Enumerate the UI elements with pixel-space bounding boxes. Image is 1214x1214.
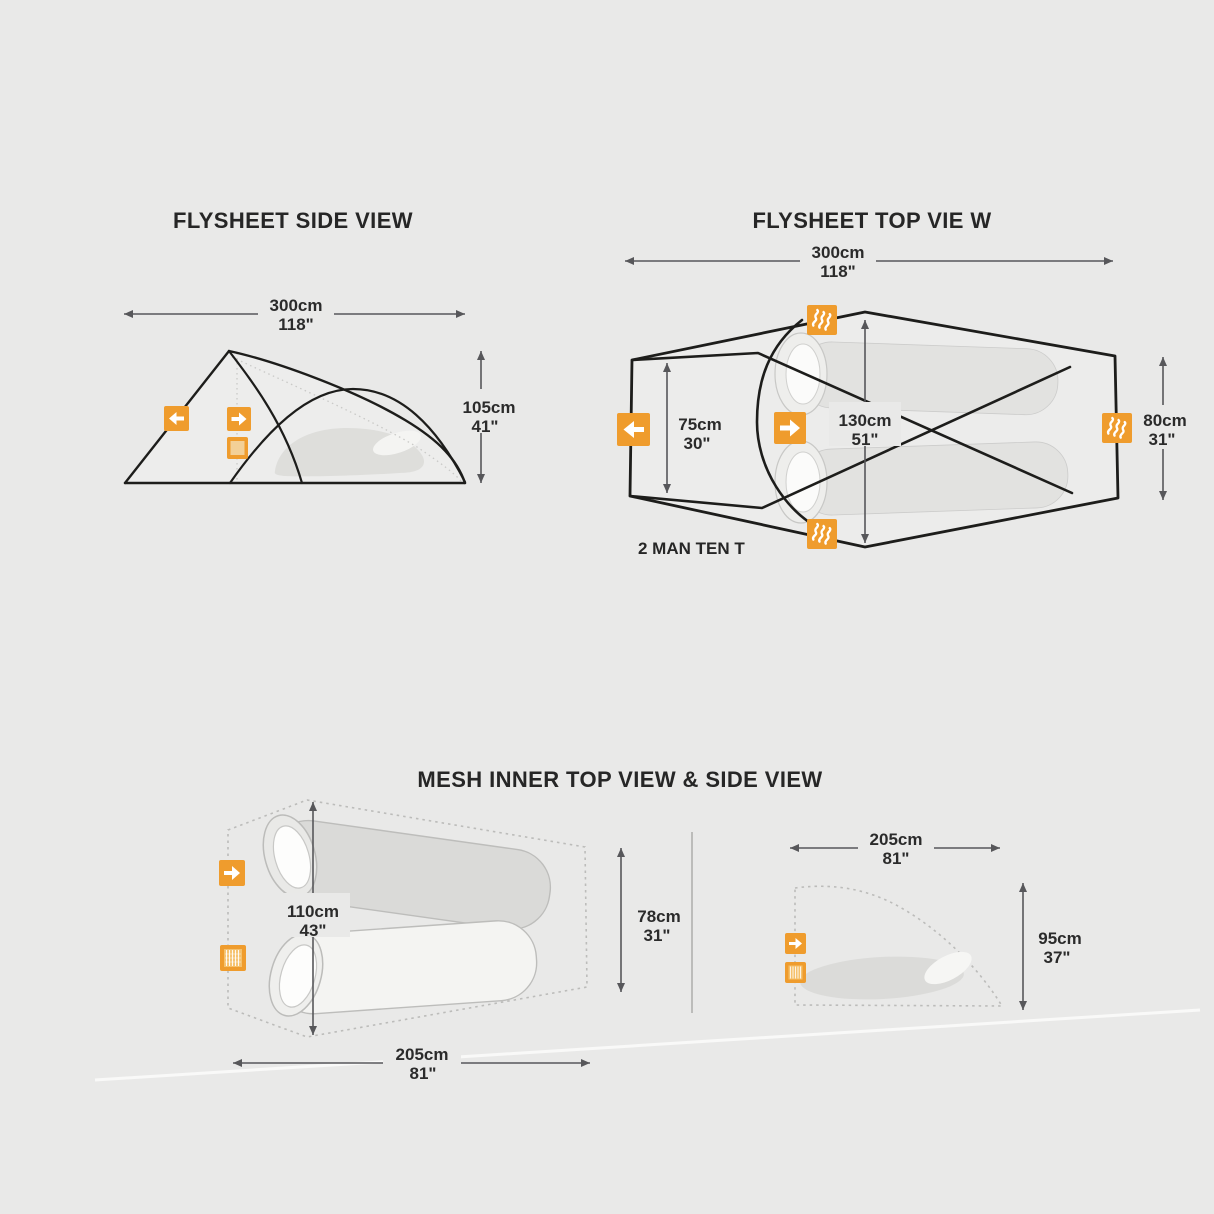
mesh-width-in: 43" [300, 921, 327, 940]
top-right-width-dimension: 80cm 31" [1129, 357, 1199, 500]
mesh-length-cm: 205cm [396, 1045, 449, 1064]
flysheet-side-view-diagram: 300cm 118" 105cm 41" [123, 293, 533, 485]
mesh-side-length-dimension: 205cm 81" [790, 827, 1000, 869]
vent-icon [1102, 413, 1132, 443]
side-width-cm: 300cm [270, 296, 323, 315]
vent-icon [807, 305, 837, 335]
top-length-in: 118" [820, 262, 856, 281]
top-view-dome-arc [755, 318, 830, 535]
mesh-height-cm: 78cm [637, 907, 680, 926]
top-left-width-dimension: 75cm 30" [663, 363, 722, 493]
top-center-width-in: 51" [852, 430, 879, 449]
side-height-dimension: 105cm 41" [447, 351, 533, 483]
mesh-width-cm: 110cm [287, 902, 339, 921]
top-length-cm: 300cm [812, 243, 865, 262]
tent-capacity-label: 2 MAN TEN T [638, 539, 745, 558]
door-arrow-right-icon [227, 407, 251, 431]
ground-highlight-line [94, 1008, 1201, 1082]
vent-icon [807, 519, 837, 549]
mesh-side-length-cm: 205cm [870, 830, 923, 849]
mesh-side-length-in: 81" [883, 849, 910, 868]
top-center-width-dimension: 130cm 51" [829, 320, 901, 543]
top-view-title: FLYSHEET TOP VIE W [752, 208, 992, 233]
top-right-width-cm: 80cm [1143, 411, 1186, 430]
side-front-pole-arc [227, 349, 304, 485]
door-arrow-right-icon [774, 412, 806, 444]
side-width-dimension: 300cm 118" [124, 293, 465, 335]
mesh-floor-outline [227, 799, 588, 1038]
top-right-width-in: 31" [1149, 430, 1176, 449]
mesh-panel-icon [785, 962, 806, 983]
mesh-side-height-in: 37" [1044, 948, 1071, 967]
side-height-cm: 105cm [463, 398, 516, 417]
side-width-in: 118" [278, 315, 314, 334]
pillow-highlight [373, 430, 421, 456]
side-view-title: FLYSHEET SIDE VIEW [173, 208, 413, 233]
mesh-inner-top-view-diagram: 110cm 43" 78cm 31" 205cm 81" [219, 799, 693, 1084]
mesh-panel-icon [220, 945, 246, 971]
pole-diagonal-2 [628, 365, 1072, 510]
top-left-width-cm: 75cm [678, 415, 721, 434]
side-height-in: 41" [472, 417, 499, 436]
mesh-length-in: 81" [410, 1064, 437, 1083]
dotted-guide-ridge [231, 356, 462, 482]
pillow-highlight [924, 951, 972, 985]
top-center-width-cm: 130cm [839, 411, 892, 430]
mesh-inner-title: MESH INNER TOP VIEW & SIDE VIEW [417, 767, 823, 792]
mesh-inner-side-view-diagram: 205cm 81" 95cm 37" [785, 827, 1082, 1010]
mesh-length-dimension: 205cm 81" [233, 1042, 590, 1084]
side-dome-arc [228, 387, 467, 485]
pole-diagonal-1 [630, 351, 1074, 495]
mesh-height-in: 31" [644, 926, 671, 945]
door-arrow-right-icon [219, 860, 245, 886]
mesh-side-height-cm: 95cm [1038, 929, 1081, 948]
door-arrow-left-icon [617, 413, 650, 446]
sleeping-bag-bottom [268, 920, 538, 1017]
window-icon [227, 437, 248, 459]
door-arrow-left-icon [164, 406, 189, 431]
flysheet-top-view-diagram: 300cm 118" 75cm 30" 130cm 51" 80cm 3 [617, 240, 1199, 549]
mesh-height-dimension: 78cm 31" [617, 848, 681, 992]
top-left-width-in: 30" [684, 434, 711, 453]
mesh-width-dimension: 110cm 43" [276, 802, 350, 1035]
door-arrow-right-icon [785, 933, 806, 954]
sleeping-bag-shadow [800, 956, 964, 1000]
top-length-dimension: 300cm 118" [625, 240, 1113, 282]
mesh-side-height-dimension: 95cm 37" [1019, 883, 1082, 1010]
